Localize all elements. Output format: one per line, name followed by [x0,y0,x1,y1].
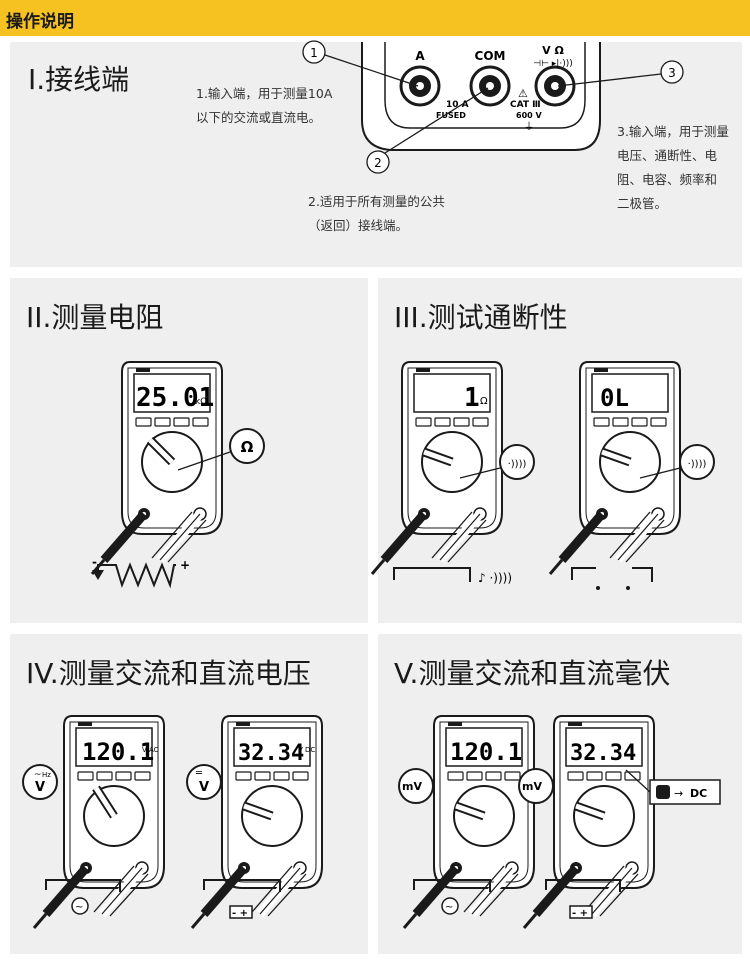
jack-v [534,65,576,107]
jack-com-label: COM [475,49,506,63]
dc-mode-indicator: → DC [625,769,721,805]
continuity-display-right: 0L [600,384,629,412]
resistance-badge: Ω [177,428,265,471]
section-continuity-title: III.测试通断性 [394,301,568,334]
continuity-badge-right: ·)))) [639,444,715,480]
svg-text:- +: - + [572,908,588,919]
svg-text:1: 1 [310,46,318,60]
svg-text:- +: - + [232,908,248,919]
svg-text:mV: mV [522,780,542,793]
svg-text:~: ~ [75,902,83,913]
terminal-note-2: 2.适用于所有测量的公共（返回）接线端。 [308,194,445,233]
continuity-unit-left: Ω [480,396,488,407]
dc-voltage-display: 32.34 [238,741,304,766]
svg-text:·)))): ·)))) [688,459,707,470]
svg-text:V: V [35,780,45,795]
ac-voltage-badge: ~ Hz V [22,764,58,800]
ac-voltage-meter [34,715,165,928]
dc-mv-meter [524,715,655,928]
dc-mv-badge: mV [518,768,554,804]
svg-text:2: 2 [374,156,382,170]
continuity-closed-circuit [393,567,471,582]
callout-1: 1 [302,40,419,87]
svg-text:→: → [674,787,683,800]
ac-mv-badge: mV [398,768,434,804]
continuity-meter-left [372,361,503,574]
ac-source-symbol [45,879,121,892]
dc-voltage-meter [192,715,323,928]
svg-text:3: 3 [668,66,676,80]
jack-voltage-label: 600 V [516,111,542,120]
dc-voltage-unit: V DC [298,746,315,754]
svg-text:·)))): ·)))) [508,459,527,470]
section-resistance-title: II.测量电阻 [26,301,164,334]
jack-v-symbols: ⊣⊢ ▸|·))) [533,59,573,69]
header-bar: 操作说明 [0,0,750,36]
svg-text:~: ~ [34,770,42,780]
ground-icon: ⏚ [524,121,534,133]
svg-text:Hz: Hz [42,771,51,779]
resistor-symbol: - + [92,555,190,589]
dc-mv-battery-symbol: - + [545,879,621,919]
resistance-display: 25.01 [136,383,214,413]
resistance-meter [92,361,223,574]
section-millivolts-title: V.测量交流和直流毫伏 [394,657,671,690]
jack-a [399,65,441,107]
jack-cat-label: CAT Ⅲ [510,100,541,110]
resistance-unit: kΩ [195,397,207,407]
svg-text:═: ═ [195,768,203,779]
continuity-meter-right [550,361,681,574]
dc-mv-display: 32.34 [570,741,636,766]
continuity-display-left: 1 [464,383,480,413]
svg-text:Ω: Ω [241,438,254,456]
ac-voltage-unit: V AC [142,746,159,754]
warning-icon: ⚠ [518,87,528,100]
svg-text:+: + [180,558,190,572]
ac-voltage-display: 120.1 [82,738,154,766]
callout-2: 2 [366,87,489,174]
continuity-badge-left: ·)))) [459,444,535,480]
jack-a-label: A [415,49,425,63]
jack-a-rating2: FUSED [436,111,466,120]
header-title: 操作说明 [6,12,74,32]
svg-text:-: - [92,555,97,569]
continuity-open-circuit [571,567,653,582]
dc-voltage-badge: ═ V [186,764,222,800]
jack-v-label: V Ω [542,44,564,57]
terminal-note-3: 3.输入端，用于测量电压、通断性、电阻、电容、频率和二极管。 [617,124,729,211]
section-voltage-title: IV.测量交流和直流电压 [26,657,311,690]
svg-text:mV: mV [402,780,422,793]
battery-symbol: - + [203,879,281,919]
beep-icon: ♪ ·)))) [478,571,512,585]
callout-3: 3 [557,60,684,87]
section-terminals-title: I.接线端 [28,63,130,96]
ac-mv-meter [404,715,535,928]
ac-mv-display: 120.1 [450,738,522,766]
jack-com [469,65,511,107]
svg-text:~: ~ [445,902,453,913]
svg-text:V: V [199,780,209,795]
jack-a-rating: 10 A [446,100,469,110]
terminals-diagram: A COM V Ω ⊣⊢ ▸|·))) 10 A FUSED CAT Ⅲ 600… [302,40,684,174]
svg-text:DC: DC [690,787,707,800]
